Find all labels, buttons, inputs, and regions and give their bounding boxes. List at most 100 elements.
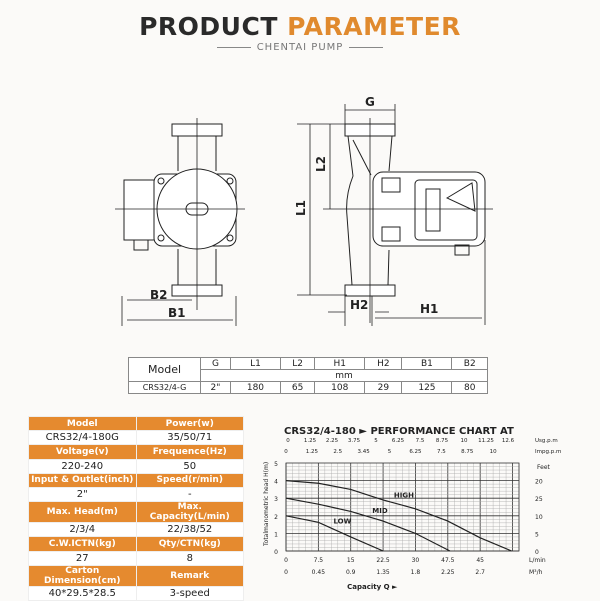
spec-header-row: C.W.ICTN(kg)Qty/CTN(kg)	[28, 536, 244, 552]
top-tick-label: 2.5	[333, 449, 342, 455]
spec-label: Speed(r/min)	[135, 472, 244, 488]
top-tick-label: 7.5	[437, 449, 446, 455]
y-tick-label: 5	[274, 461, 278, 468]
top-tick-label: 1.25	[306, 449, 319, 455]
side-view	[323, 118, 493, 323]
y-tick-label: 2	[274, 514, 278, 521]
value-cell: 29	[364, 381, 403, 394]
y-tick-label: 1	[274, 531, 278, 538]
spec-value: 3-speed	[135, 585, 244, 601]
spec-label: Voltage(v)	[28, 444, 137, 460]
y-tick-label: 3	[274, 496, 278, 503]
pump-dimension-drawing: G L1 L2 H1 H2 B1 B2	[115, 95, 493, 326]
performance-chart: CRS32/4-180 ► PERFORMANCE CHART AT012345…	[263, 426, 561, 591]
spec-value: 35/50/71	[135, 430, 244, 446]
spec-value: 27	[28, 550, 137, 566]
bottom-tick-label: 15	[347, 557, 355, 564]
x-axis-label: Capacity Q ►	[347, 583, 398, 591]
plot-frame	[285, 462, 520, 552]
bottom-tick-label: 22.5	[376, 557, 390, 564]
top-tick-label: 1.25	[304, 438, 317, 444]
unit-cell: mm	[200, 369, 488, 382]
spec-value: 2/3/4	[28, 522, 137, 538]
spec-value: 50	[135, 458, 244, 474]
spec-header-row: Carton Dimension(cm)Remark	[28, 564, 244, 587]
model-cell: CRS32/4-G	[128, 381, 201, 394]
right-tick-label: 0	[535, 549, 539, 556]
dimension-table: Model G L1 L2 H1 H2 B1 B2 mm CRS32/4-G 2…	[128, 357, 488, 394]
spec-header-row: Input & Outlet(inch)Speed(r/min)	[28, 472, 244, 488]
top-tick-label: 2.25	[326, 438, 339, 444]
top-tick-label: 6.25	[392, 438, 405, 444]
spec-value: CRS32/4-180G	[28, 430, 137, 446]
top-tick-label: 0	[284, 449, 288, 455]
value-cell: 65	[279, 381, 316, 394]
model-header: Model	[128, 357, 201, 382]
table-row: CRS32/4-G 2" 180 65 108 29 125 80	[128, 381, 488, 394]
title-dark: PRODUCT	[139, 12, 278, 41]
value-cell: 180	[229, 381, 281, 394]
spec-value: 40*29.5*28.5	[28, 585, 137, 601]
title-accent: PARAMETER	[287, 12, 461, 41]
spec-label: Power(w)	[135, 415, 244, 432]
spec-value: 22/38/52	[135, 522, 244, 538]
spec-label: Input & Outlet(inch)	[28, 472, 137, 488]
spec-value-row: 2"-	[28, 486, 244, 503]
top-axis-unit: Usg.p.m	[535, 438, 558, 444]
y-tick-label: 4	[274, 479, 278, 486]
spec-label: Remark	[135, 564, 244, 587]
bottom-axis-unit: L/min	[529, 557, 546, 564]
right-tick-label: 20	[535, 479, 543, 486]
col-h1: H1	[314, 357, 366, 370]
series-line-mid	[285, 497, 451, 552]
bottom-tick-label: 1.8	[411, 569, 421, 576]
top-tick-label: 7.5	[416, 438, 425, 444]
spec-header-row: Voltage(v)Frequence(Hz)	[28, 444, 244, 460]
spec-value: -	[135, 486, 244, 503]
spec-value: 8	[135, 550, 244, 566]
label-b1: B1	[168, 306, 186, 320]
bottom-tick-label: 30	[412, 557, 420, 564]
bottom-tick-label: 0	[284, 569, 288, 576]
y-tick-label: 0	[274, 549, 278, 556]
series-line-low	[285, 515, 384, 552]
right-tick-label: 25	[535, 496, 543, 503]
label-l1: L1	[294, 200, 308, 216]
spec-label: Max. Capacity(L/min)	[135, 501, 244, 524]
spec-label: Carton Dimension(cm)	[28, 564, 137, 587]
dimension-lines	[121, 104, 486, 326]
series-line-high	[285, 480, 512, 552]
bottom-tick-label: 47.5	[441, 557, 455, 564]
spec-value: 2"	[28, 486, 137, 503]
top-tick-label: 6.25	[409, 449, 422, 455]
spec-header-row: Max. Head(m)Max. Capacity(L/min)	[28, 501, 244, 524]
right-tick-label: 5	[535, 531, 539, 538]
bottom-tick-label: 2.7	[475, 569, 485, 576]
series-label-high: HIGH	[394, 491, 414, 499]
top-tick-label: 12.6	[502, 438, 515, 444]
bottom-tick-label: 2.25	[441, 569, 455, 576]
label-h1: H1	[420, 302, 438, 316]
spec-label: Model	[28, 415, 137, 432]
label-b2: B2	[150, 288, 168, 302]
col-b2: B2	[451, 357, 488, 370]
series-label-mid: MID	[372, 507, 388, 515]
label-g: G	[365, 95, 375, 109]
right-axis-unit: Feet	[537, 464, 551, 471]
bottom-tick-label: 1.35	[376, 569, 390, 576]
spec-value: 220-240	[28, 458, 137, 474]
top-tick-label: 11.25	[478, 438, 494, 444]
bottom-tick-label: 0.45	[312, 569, 326, 576]
value-cell: 125	[401, 381, 453, 394]
label-h2: H2	[350, 298, 368, 312]
right-tick-label: 10	[535, 514, 543, 521]
value-cell: 2"	[200, 381, 231, 394]
spec-label: Frequence(Hz)	[135, 444, 244, 460]
value-cell: 108	[314, 381, 366, 394]
top-tick-label: 3.75	[348, 438, 361, 444]
